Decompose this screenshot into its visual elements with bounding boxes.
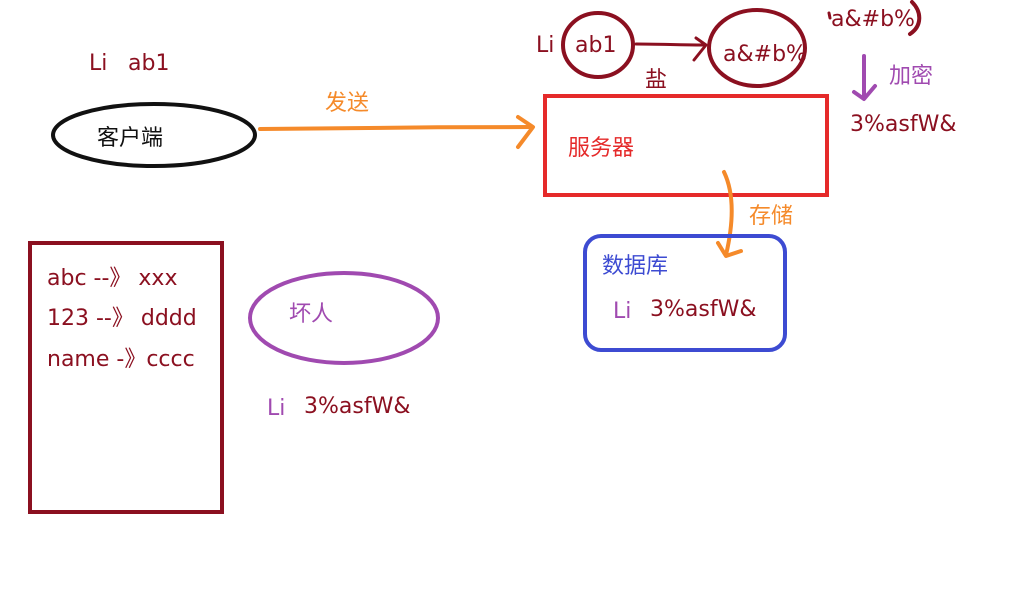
store-label: 存储 <box>749 204 794 229</box>
salt-arrowhead <box>692 36 708 62</box>
attacker-user: Li <box>267 396 286 421</box>
server-box <box>543 94 829 197</box>
store-arrowhead <box>716 241 743 258</box>
salted-value: a&#b% <box>723 42 807 67</box>
server-user: Li <box>536 33 555 58</box>
server-password: ab1 <box>575 33 617 58</box>
client-ellipse <box>51 102 257 168</box>
store-arrow <box>722 170 734 257</box>
salted-value-2: a&#b% <box>831 7 915 32</box>
database-user: Li <box>613 299 632 324</box>
database-box <box>583 234 787 352</box>
send-arrow <box>258 125 532 131</box>
server-label: 服务器 <box>568 136 635 161</box>
server-hash: 3%asfW& <box>850 112 957 137</box>
attacker-label: 坏人 <box>289 302 334 327</box>
client-user: Li <box>89 51 108 76</box>
salt-arrow <box>634 42 705 47</box>
attacker-ellipse <box>248 271 440 365</box>
password-circle <box>561 11 635 79</box>
client-label: 客户端 <box>97 126 164 151</box>
salt-label: 盐 <box>645 68 668 93</box>
encrypt-arrowhead <box>852 84 877 101</box>
salted-circle <box>707 8 807 88</box>
lookup-row: 123 --》 dddd <box>47 306 197 331</box>
database-label: 数据库 <box>602 254 669 279</box>
client-password: ab1 <box>128 51 170 76</box>
attacker-hash: 3%asfW& <box>304 394 411 419</box>
lookup-table-box <box>28 241 224 514</box>
top-right-bracket <box>908 0 922 36</box>
lookup-row: abc --》 xxx <box>47 266 178 291</box>
send-label: 发送 <box>325 91 370 116</box>
send-arrowhead <box>516 115 535 149</box>
database-hash: 3%asfW& <box>650 297 757 322</box>
top-right-tick <box>827 11 832 20</box>
lookup-row: name -》cccc <box>47 347 195 372</box>
encrypt-label: 加密 <box>889 64 934 89</box>
